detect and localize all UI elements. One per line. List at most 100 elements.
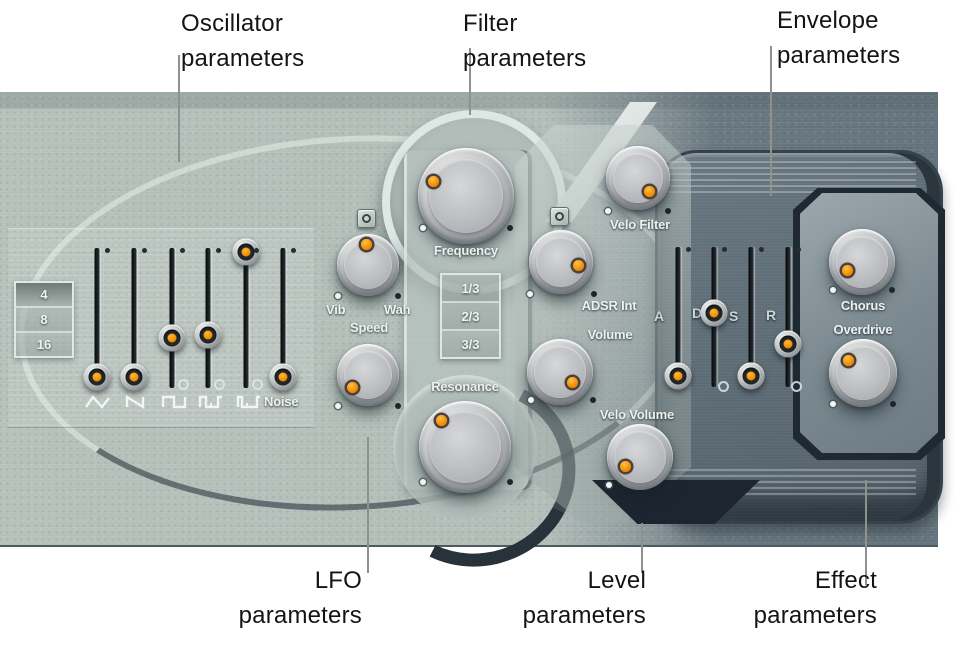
slider-thumb[interactable] <box>700 299 728 327</box>
slider-track <box>169 248 175 388</box>
noise-slider[interactable] <box>268 248 298 391</box>
release-label: R <box>766 307 777 323</box>
knob-face <box>534 346 586 398</box>
velo-volume-label: Velo Volume <box>599 407 675 422</box>
slider-max-tick <box>686 247 691 252</box>
callout-line1: Filter <box>463 10 518 37</box>
square-wave-slider[interactable] <box>157 248 187 388</box>
overdrive-knob[interactable] <box>829 339 897 407</box>
adsr-int-knob[interactable] <box>529 230 593 294</box>
lfo-led-button[interactable] <box>357 209 376 228</box>
oscillator-callout-line <box>178 55 180 162</box>
knob-min-marker <box>527 291 533 297</box>
frequency-knob[interactable] <box>418 148 514 244</box>
knob-max-marker <box>889 287 895 293</box>
chorus-knob[interactable] <box>829 229 895 295</box>
slider-thumb[interactable] <box>83 363 111 391</box>
wah-label: Wah <box>384 302 411 317</box>
synth-panel: 4 8 16 <box>0 92 945 593</box>
triangle-wave-slider[interactable] <box>82 248 112 391</box>
knob-max-marker <box>890 401 896 407</box>
knob-min-marker <box>528 397 534 403</box>
speed-label: Speed <box>349 320 388 335</box>
slider-max-tick <box>759 247 764 252</box>
filter-slope-button-group: 1/3 2/3 3/3 <box>440 273 501 359</box>
slider-min-mark <box>718 381 729 392</box>
decay-slider[interactable] <box>699 247 729 387</box>
noise-label: Noise <box>264 394 299 409</box>
slider-thumb[interactable] <box>737 362 765 390</box>
filter-slope-2-3-button[interactable]: 2/3 <box>442 301 499 329</box>
resonance-knob[interactable] <box>419 401 511 493</box>
knob-face <box>428 158 504 234</box>
knob-min-marker <box>605 208 611 214</box>
square-wave-icon <box>161 394 187 410</box>
knob-min-marker <box>335 403 341 409</box>
knob-min-marker <box>420 479 426 485</box>
slider-track <box>675 247 681 387</box>
knob-max-marker <box>507 225 513 231</box>
slider-thumb[interactable] <box>774 330 802 358</box>
knob-max-marker <box>667 482 673 488</box>
velo-filter-label: Velo Filter <box>610 217 670 232</box>
slider-thumb[interactable] <box>232 238 260 266</box>
callout-line2: parameters <box>181 45 305 72</box>
filter-slope-3-3-button[interactable]: 3/3 <box>442 329 499 357</box>
vib-wah-knob[interactable] <box>337 234 399 296</box>
velo-volume-knob[interactable] <box>607 424 673 490</box>
knob-indicator-dot <box>842 265 853 276</box>
slider-thumb[interactable] <box>194 321 222 349</box>
knob-indicator-dot <box>620 461 631 472</box>
octave-16-button[interactable]: 16 <box>16 331 72 356</box>
slider-track <box>205 248 211 388</box>
knob-indicator-dot <box>428 176 439 187</box>
slider-thumb[interactable] <box>120 363 148 391</box>
callout-line1: LFO <box>314 567 362 594</box>
release-slider[interactable] <box>773 247 803 387</box>
slider-max-tick <box>142 248 147 253</box>
pulse-wide-wave-slider[interactable] <box>231 238 261 388</box>
effect-callout-line <box>865 480 867 585</box>
slider-max-tick <box>105 248 110 253</box>
slider-max-tick <box>216 248 221 253</box>
octave-4-button[interactable]: 4 <box>16 283 72 306</box>
callout-line1: Level <box>587 567 646 594</box>
octave-button-group: 4 8 16 <box>14 281 74 358</box>
knob-min-marker <box>830 401 836 407</box>
knob-min-marker <box>830 287 836 293</box>
knob-max-marker <box>395 403 401 409</box>
pulse-wave-slider[interactable] <box>193 248 223 388</box>
velo-filter-knob[interactable] <box>606 146 670 210</box>
filter-led-button[interactable] <box>550 207 569 226</box>
slider-thumb[interactable] <box>269 363 297 391</box>
slider-track <box>94 248 100 388</box>
callout-line2: parameters <box>463 45 587 72</box>
level-callout-line <box>641 523 643 573</box>
volume-knob[interactable] <box>527 339 593 405</box>
knob-min-marker <box>335 293 341 299</box>
slider-thumb[interactable] <box>664 362 692 390</box>
attack-label: A <box>654 308 665 324</box>
slider-min-mark <box>214 379 225 390</box>
knob-face <box>613 153 663 203</box>
attack-slider[interactable] <box>663 247 693 390</box>
chorus-label: Chorus <box>840 298 886 313</box>
callout-line2: parameters <box>522 602 646 629</box>
knob-indicator-dot <box>573 260 584 271</box>
adsr-int-label: ADSR Int <box>581 298 637 313</box>
callout-line2: parameters <box>753 602 877 629</box>
knob-indicator-dot <box>361 239 372 250</box>
octave-8-button[interactable]: 8 <box>16 306 72 331</box>
slider-thumb[interactable] <box>158 324 186 352</box>
lfo-callout-line <box>367 437 369 573</box>
speed-knob[interactable] <box>337 344 399 406</box>
sawtooth-wave-icon <box>123 394 149 410</box>
triangle-wave-icon <box>85 394 111 410</box>
sawtooth-wave-slider[interactable] <box>119 248 149 391</box>
sustain-slider[interactable] <box>736 247 766 390</box>
overdrive-label: Overdrive <box>833 322 893 337</box>
filter-slope-1-3-button[interactable]: 1/3 <box>442 275 499 301</box>
slider-max-tick <box>722 247 727 252</box>
callout-line1: Oscillator <box>181 10 284 37</box>
knob-max-marker <box>590 397 596 403</box>
